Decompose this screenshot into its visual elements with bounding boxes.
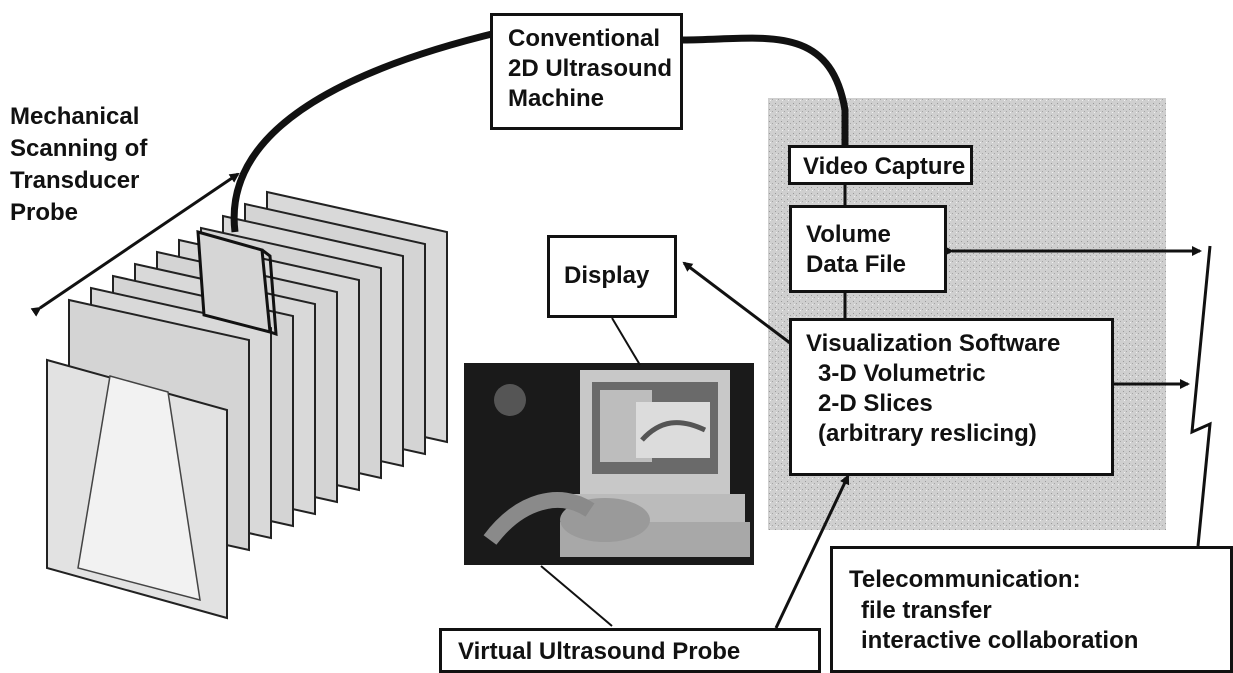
scanning-label-line: Transducer bbox=[10, 167, 140, 194]
visualization-item: 2-D Slices bbox=[818, 390, 933, 417]
display-pointer bbox=[611, 317, 641, 366]
display-label: Display bbox=[564, 262, 650, 289]
virtual-probe-box: Virtual Ultrasound Probe bbox=[439, 628, 821, 673]
scanning-label-line: Scanning of bbox=[10, 135, 148, 162]
visualization-item: (arbitrary reslicing) bbox=[818, 420, 1037, 447]
ultrasound-machine-box: Conventional 2D Ultrasound Machine bbox=[490, 13, 683, 130]
machine-label-line: Conventional bbox=[508, 25, 661, 52]
display-box: Display bbox=[547, 235, 677, 318]
volume-label-line: Volume bbox=[806, 221, 891, 248]
slice-stack bbox=[46, 190, 448, 620]
visualization-title: Visualization Software bbox=[806, 330, 1061, 357]
visualization-software-box: Visualization Software 3-D Volumetric 2-… bbox=[789, 318, 1114, 476]
machine-cable bbox=[682, 34, 849, 147]
scanning-double-arrow bbox=[30, 172, 240, 317]
telecom-link bbox=[1190, 245, 1212, 547]
telecom-title: Telecommunication: bbox=[849, 566, 1081, 593]
virtual-probe-pointer bbox=[540, 565, 613, 627]
video-capture-label: Video Capture bbox=[803, 153, 966, 180]
display-arrow bbox=[682, 261, 799, 351]
machine-label-line: 2D Ultrasound bbox=[508, 55, 673, 82]
machine-label-line: Machine bbox=[508, 85, 605, 112]
video-capture-box: Video Capture bbox=[788, 145, 973, 185]
scanning-label-line: Mechanical bbox=[10, 103, 140, 130]
scanning-label-line: Probe bbox=[10, 199, 79, 226]
telecom-item: file transfer bbox=[861, 597, 992, 624]
telecommunication-box: Telecommunication: file transfer interac… bbox=[830, 546, 1233, 673]
computer-photo bbox=[464, 363, 754, 565]
scanning-label: Mechanical Scanning of Transducer Probe bbox=[10, 101, 147, 229]
virtual-probe-label: Virtual Ultrasound Probe bbox=[458, 638, 741, 665]
telecom-item: interactive collaboration bbox=[861, 627, 1139, 654]
virtual-probe-arrow bbox=[774, 474, 850, 629]
volume-label-line: Data File bbox=[806, 251, 907, 278]
volume-data-file-box: Volume Data File bbox=[789, 205, 947, 293]
visualization-item: 3-D Volumetric bbox=[818, 360, 986, 387]
